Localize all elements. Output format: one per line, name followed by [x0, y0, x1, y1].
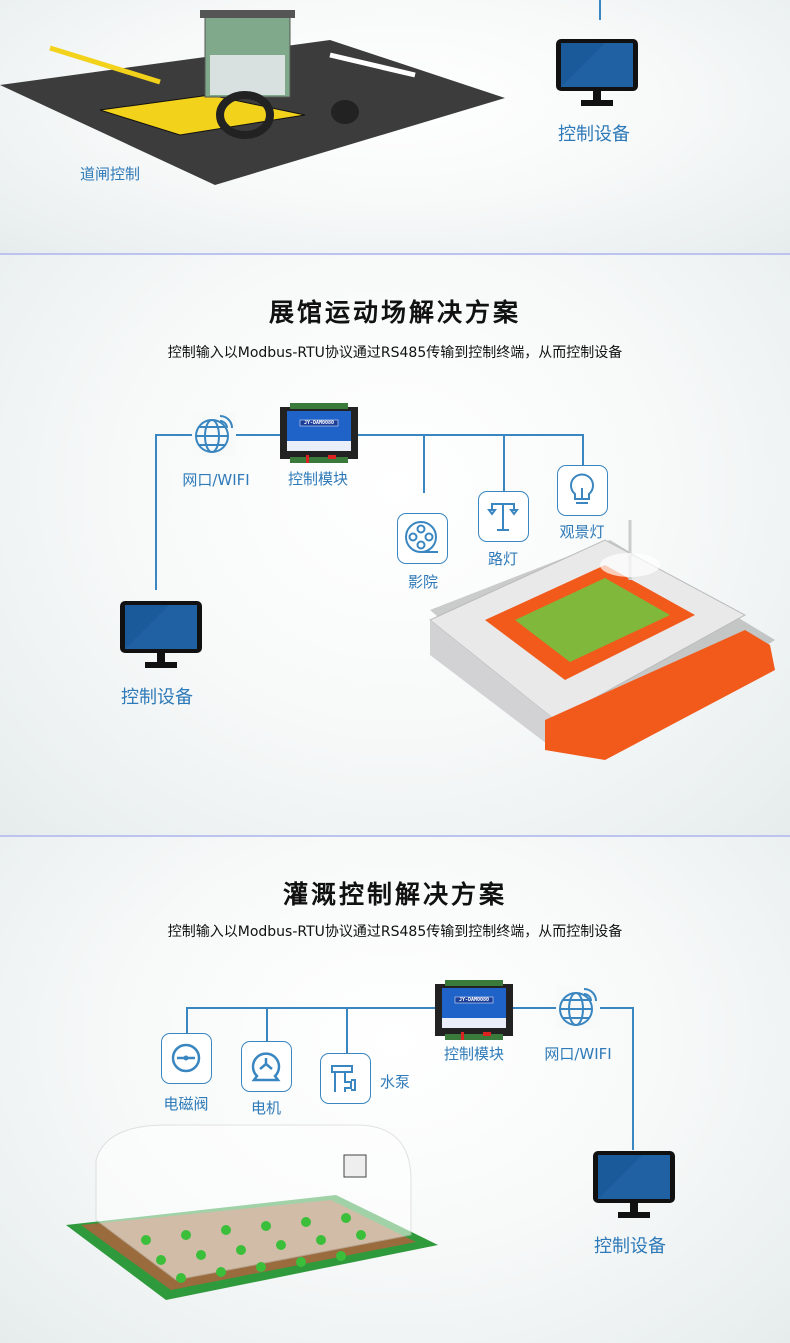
monitor-icon [555, 38, 639, 108]
streetlight-icon [478, 491, 529, 542]
lightbulb-icon [557, 465, 608, 516]
streetlight-label: 路灯 [487, 550, 519, 568]
section-divider [0, 253, 790, 255]
connector-line [503, 434, 505, 491]
water-pump-icon [320, 1053, 371, 1104]
monitor-icon [118, 600, 204, 670]
connector-line [598, 1007, 633, 1009]
control-module-image [435, 980, 513, 1040]
gate-control-label: 道闸控制 [79, 165, 141, 183]
connector-line [186, 1007, 436, 1009]
network-wifi-label: 网口/WIFI [182, 471, 250, 489]
control-module-label: 控制模块 [443, 1045, 505, 1063]
connector-line [155, 434, 583, 436]
motor-label: 电机 [250, 1099, 282, 1117]
section-title: 展馆运动场解决方案 [268, 298, 521, 327]
connector-line [582, 434, 584, 465]
connector-line [423, 434, 425, 493]
cinema-icon [397, 513, 448, 564]
irrigation-section: 灌溉控制解决方案 控制输入以Modbus-RTU协议通过RS485传输到控制终端… [0, 837, 790, 1343]
connector-line [512, 1007, 556, 1009]
connector-line [186, 1007, 188, 1033]
connector-line [155, 434, 157, 590]
control-module-image [280, 403, 358, 463]
globe-icon [192, 412, 236, 456]
control-device-label: 控制设备 [558, 124, 630, 145]
connector-line [346, 1007, 348, 1053]
solenoid-valve-label: 电磁阀 [163, 1095, 209, 1113]
stadium-illustration [429, 520, 775, 760]
control-module-model: JY-DAM0080 [303, 420, 335, 426]
connector-line [632, 1007, 634, 1150]
landscape-light-label: 观景灯 [559, 523, 605, 541]
section-title: 灌溉控制解决方案 [282, 880, 507, 909]
connector-line [599, 0, 601, 20]
connector-line [266, 1007, 268, 1041]
cinema-label: 影院 [407, 573, 439, 591]
globe-icon [556, 985, 600, 1029]
monitor-icon [592, 1150, 676, 1220]
parking-gate-illustration [0, 10, 505, 185]
stadium-section: 展馆运动场解决方案 控制输入以Modbus-RTU协议通过RS485传输到控制终… [0, 255, 790, 835]
control-device-label: 控制设备 [594, 1236, 666, 1257]
control-module-model: JY-DAM0080 [458, 997, 490, 1003]
section-divider [0, 835, 790, 837]
network-wifi-label: 网口/WIFI [544, 1045, 612, 1063]
control-module-label: 控制模块 [287, 470, 349, 488]
section-subtitle: 控制输入以Modbus-RTU协议通过RS485传输到控制终端，从而控制设备 [167, 345, 623, 361]
water-pump-label: 水泵 [379, 1073, 411, 1091]
control-device-label: 控制设备 [121, 687, 193, 708]
solenoid-valve-icon [161, 1033, 212, 1084]
motor-icon [241, 1041, 292, 1092]
greenhouse-illustration [66, 1124, 438, 1300]
gate-control-section: 道闸控制 控制设备 [0, 0, 790, 253]
section-subtitle: 控制输入以Modbus-RTU协议通过RS485传输到控制终端，从而控制设备 [167, 924, 623, 940]
